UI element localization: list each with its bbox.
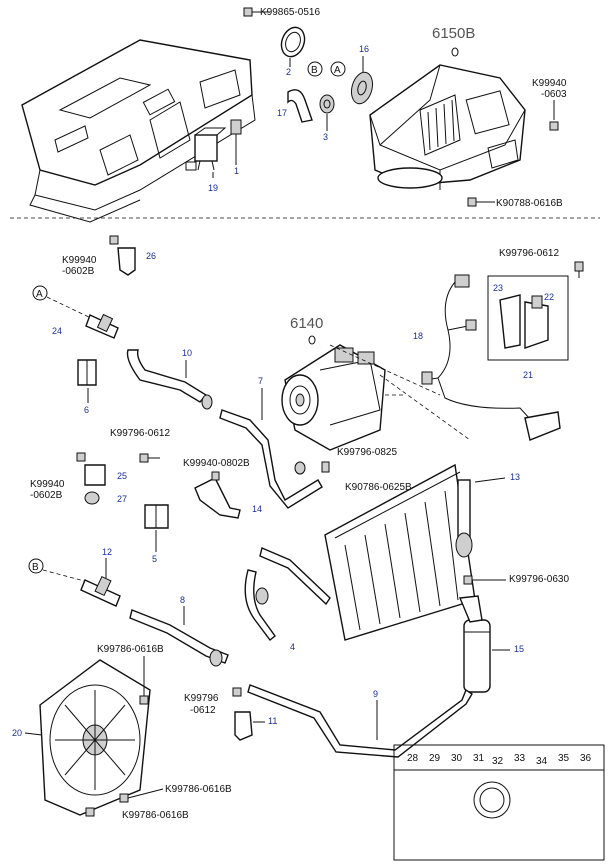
dashboard-drawing [21, 39, 256, 223]
blower-switch-19 [185, 127, 227, 178]
pipe-9 [247, 684, 473, 758]
callout-19: 19 [208, 183, 218, 193]
part-code-k99940-0602b-a-l2: -0602B [62, 266, 95, 277]
part-code-k99786-0616b-c: K99786-0616B [122, 810, 189, 821]
legend-box [393, 744, 605, 861]
part-code-k99796-0825: K99796-0825 [337, 447, 397, 458]
part-code-k99940-0603-line1: K99940 [532, 78, 567, 89]
callout-10: 10 [182, 348, 192, 358]
wiring-harness-18 [421, 274, 561, 441]
legend-number-29: 29 [429, 753, 441, 764]
part-code-k90786-0625b: K90786-0625B [345, 482, 412, 493]
callout-5: 5 [152, 554, 157, 564]
legend-number-28: 28 [407, 753, 419, 764]
marker-a-left: A [36, 289, 43, 300]
group-label-6150b: 6150B [432, 25, 475, 42]
callout-8: 8 [180, 595, 185, 605]
resistor-1 [230, 119, 242, 165]
callout-9: 9 [373, 689, 378, 699]
marker-b-left: B [32, 562, 39, 573]
callout-16: 16 [359, 44, 369, 54]
fitting-24 [85, 313, 119, 339]
grommet-3 [319, 94, 335, 114]
bracket-26 [109, 235, 136, 276]
part-code-k99796-0612-tr: K99796-0612 [499, 248, 559, 259]
part-code-k99796-0612-b-l1: K99796 [184, 693, 219, 704]
callout-17: 17 [277, 108, 287, 118]
part-code-k99940-0602b-b-l2: -0602B [30, 490, 63, 501]
fan-assembly-20 [39, 659, 151, 816]
blower-unit-drawing [369, 64, 526, 190]
callout-2: 2 [286, 67, 291, 77]
part-code-k99796-0612-m: K99796-0612 [110, 428, 170, 439]
callout-27: 27 [117, 494, 127, 504]
part-code-k99796-0612-b-l2: -0612 [190, 705, 216, 716]
part-code-k99940-0602b-b-l1: K99940 [30, 479, 65, 490]
callout-3: 3 [323, 132, 328, 142]
callout-7: 7 [258, 376, 263, 386]
relay-box-21 [487, 275, 569, 361]
callout-11: 11 [268, 716, 277, 726]
part-code-k99940-0802b: K99940-0802B [183, 458, 250, 469]
receiver-drier-15 [458, 595, 491, 693]
marker-a-top: A [334, 65, 341, 76]
clip-5 [144, 504, 169, 529]
clip-6 [77, 359, 97, 386]
callout-26: 26 [146, 251, 156, 261]
group-label-6140: 6140 [290, 315, 323, 332]
clamp-2 [280, 26, 306, 58]
legend-number-31: 31 [473, 753, 485, 764]
compressor-drawing [281, 344, 386, 451]
callout-15: 15 [514, 644, 524, 654]
callout-24: 24 [52, 326, 62, 336]
motor-16 [350, 71, 374, 105]
callout-21: 21 [523, 370, 533, 380]
cushion-27 [84, 491, 100, 505]
part-code-k99786-0616b-a: K99786-0616B [97, 644, 164, 655]
callout-1: 1 [234, 166, 239, 176]
legend-number-34: 34 [536, 756, 548, 767]
part-code-k90788: K90788-0616B [496, 198, 563, 209]
callout-13: 13 [510, 472, 520, 482]
callout-22: 22 [544, 292, 554, 302]
bracket-25 [76, 452, 106, 486]
part-code-k99865: K99865-0516 [260, 7, 320, 18]
part-code-k99786-0616b-b: K99786-0616B [165, 784, 232, 795]
bolt-k90788 [467, 197, 495, 207]
pipe-4 [244, 547, 331, 641]
condenser-13 [324, 463, 476, 641]
fitting-12 [80, 575, 121, 607]
legend-number-35: 35 [558, 753, 570, 764]
part-code-k99940-0602b-a-l1: K99940 [62, 255, 97, 266]
callout-4: 4 [290, 642, 295, 652]
callout-12: 12 [102, 547, 112, 557]
callout-18: 18 [413, 331, 423, 341]
callout-6: 6 [84, 405, 89, 415]
callout-23: 23 [493, 283, 503, 293]
callout-20: 20 [12, 728, 22, 738]
hose-17 [287, 89, 313, 123]
callout-25: 25 [117, 471, 127, 481]
pipe-8 [129, 609, 229, 667]
legend-number-32: 32 [492, 756, 504, 767]
bracket-14 [194, 471, 241, 519]
marker-b-top: B [311, 65, 318, 76]
legend-number-33: 33 [514, 753, 526, 764]
hose-7 [219, 409, 323, 509]
legend-number-36: 36 [580, 753, 592, 764]
callout-14: 14 [252, 504, 262, 514]
bolt-k99865 [243, 7, 270, 17]
hose-10 [126, 349, 213, 410]
part-code-k99940-0603-line2: -0603 [541, 89, 567, 100]
part-code-k99796-0630: K99796-0630 [509, 574, 569, 585]
bracket-11 [232, 687, 253, 741]
nut-top-right [549, 121, 559, 131]
legend-number-30: 30 [451, 753, 463, 764]
